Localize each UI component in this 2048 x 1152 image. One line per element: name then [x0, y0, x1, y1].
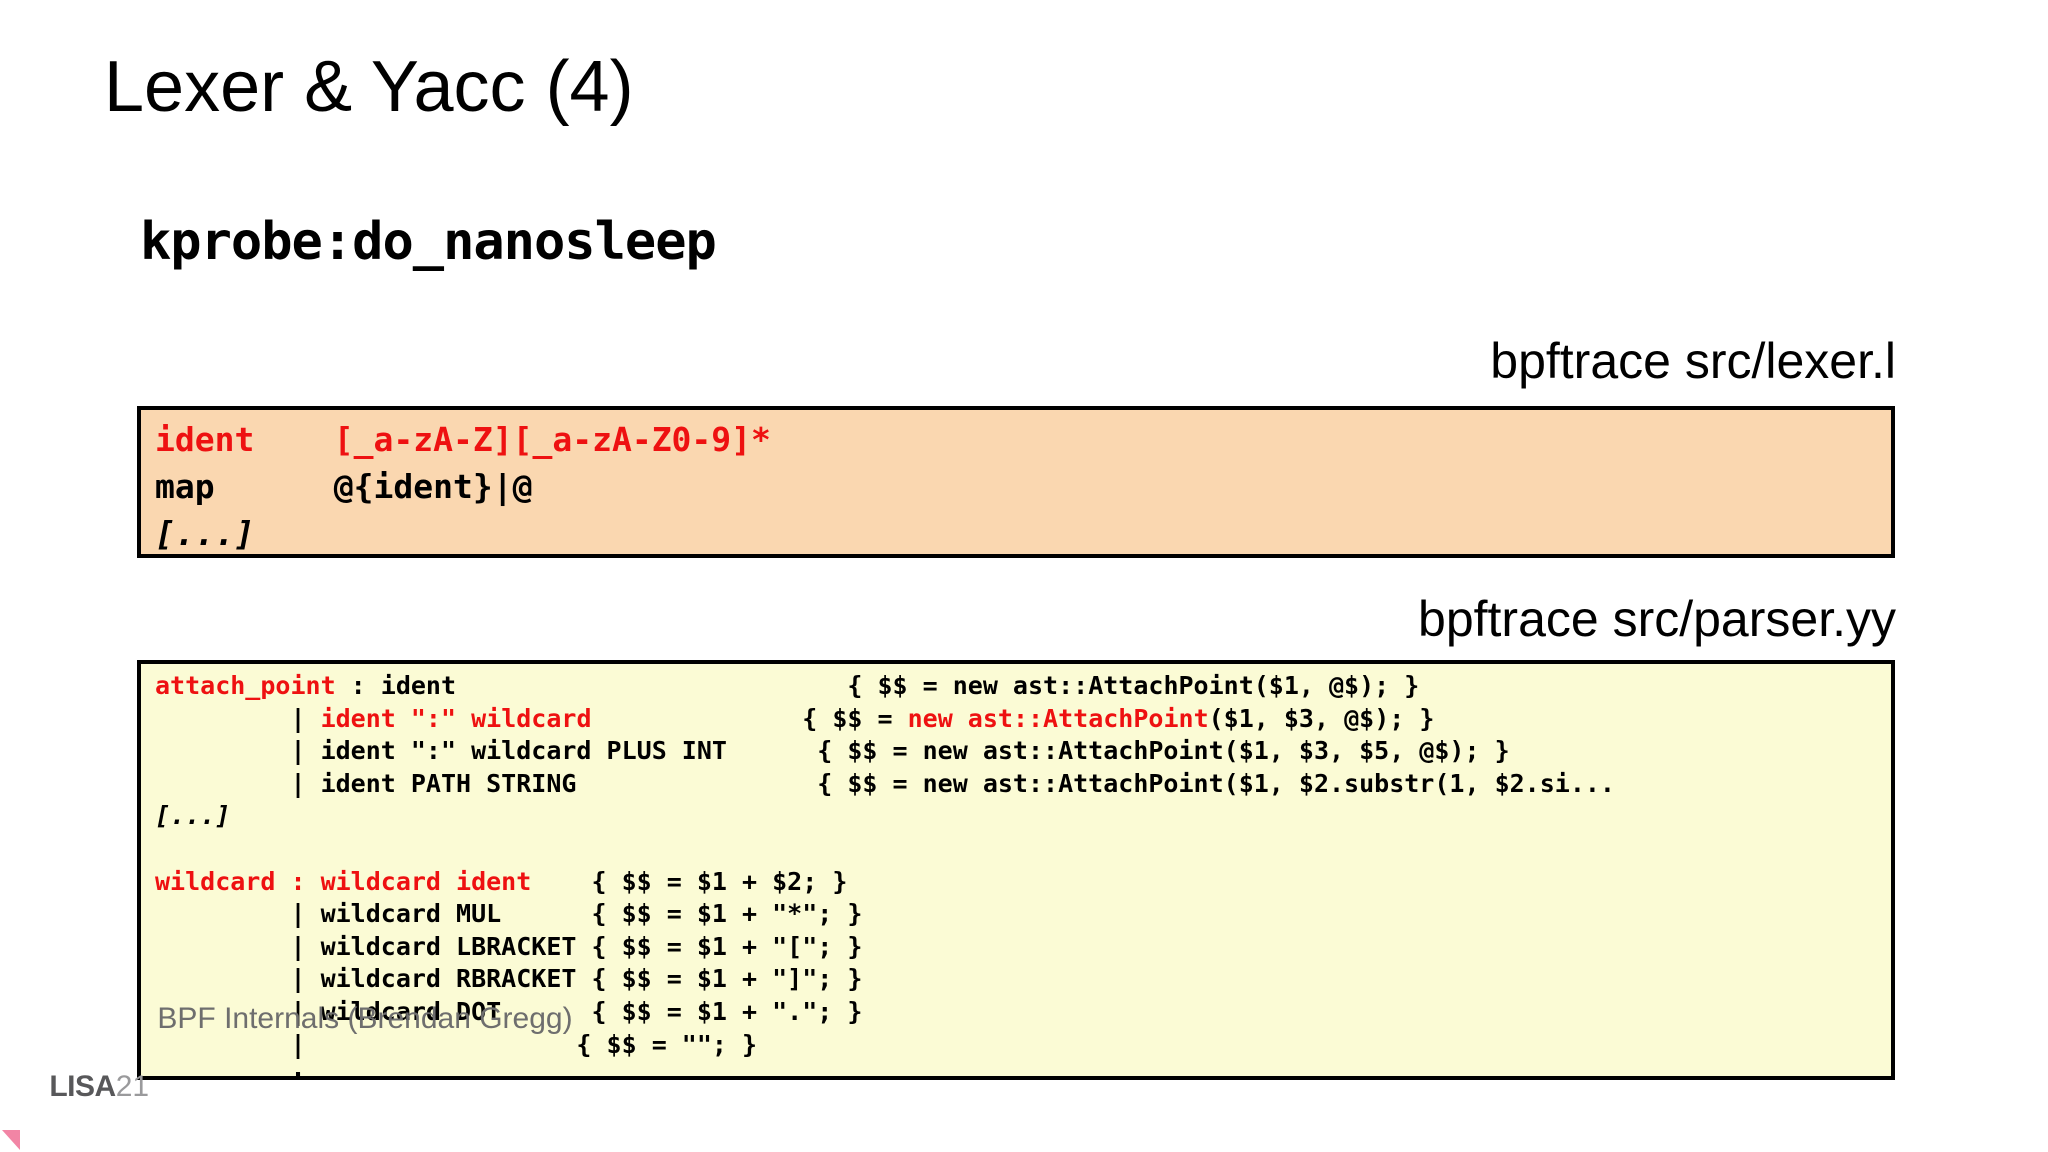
code-token: wildcard : wildcard ident — [155, 866, 532, 896]
page-title: Lexer & Yacc (4) — [104, 47, 634, 127]
footer-brand-year: 21 — [115, 1070, 150, 1103]
code-line — [155, 833, 1891, 866]
code-token: ident [_a-zA-Z][_a-zA-Z0-9]* — [155, 420, 771, 459]
code-line: | ident ":" wildcard { $$ = new ast::Att… — [155, 703, 1891, 736]
lisa-logo: LISA21 — [2, 1002, 150, 1150]
code-token: | wildcard DOT { $$ = $1 + "."; } — [155, 996, 863, 1026]
code-line: [...] — [155, 510, 1891, 554]
code-line: ; — [155, 1061, 1891, 1080]
code-token: attach_point — [155, 671, 336, 700]
code-line: wildcard : wildcard ident { $$ = $1 + $2… — [155, 866, 1891, 899]
code-token: ; — [155, 1062, 306, 1080]
code-line: | wildcard DOT { $$ = $1 + "."; } — [155, 996, 1891, 1029]
code-block-lexer: ident [_a-zA-Z][_a-zA-Z0-9]*map @{ident}… — [137, 406, 1895, 558]
code-token: new ast::AttachPoint — [907, 703, 1209, 733]
code-line: | wildcard LBRACKET { $$ = $1 + "["; } — [155, 931, 1891, 964]
code-token: | wildcard RBRACKET { $$ = $1 + "]"; } — [155, 964, 863, 994]
code-line: attach_point : ident { $$ = new ast::Att… — [155, 670, 1891, 703]
code-line: map @{ident}|@ — [155, 463, 1891, 510]
code-line: | ident ":" wildcard PLUS INT { $$ = new… — [155, 735, 1891, 768]
code-token: [...] — [155, 801, 231, 831]
code-line: | wildcard RBRACKET { $$ = $1 + "]"; } — [155, 963, 1891, 996]
code-line: | wildcard MUL { $$ = $1 + "*"; } — [155, 898, 1891, 931]
code-line: ident [_a-zA-Z][_a-zA-Z0-9]* — [155, 416, 1891, 463]
footer-text: BPF Internals (Brendan Gregg) — [149, 1002, 573, 1035]
code-line: [...] — [155, 800, 1891, 833]
code-token: | { $$ = ""; } — [155, 1029, 758, 1059]
footer: LISA21 BPF Internals (Brendan Gregg) — [2, 1002, 573, 1150]
code-token: : ident { $$ = new ast::AttachPoint($1, … — [335, 671, 1420, 700]
code-line: | ident PATH STRING { $$ = new ast::Atta… — [155, 768, 1891, 801]
footer-brand: LISA — [49, 1070, 116, 1103]
code-token — [155, 834, 170, 863]
code-token: [...] — [155, 514, 255, 553]
code-block-parser: attach_point : ident { $$ = new ast::Att… — [137, 660, 1895, 1080]
code-token: ident ":" wildcard — [320, 703, 592, 733]
source-caption-lexer: bpftrace src/lexer.l — [1490, 333, 1896, 389]
probe-expression: kprobe:do_nanosleep — [140, 212, 717, 272]
code-token: ($1, $3, @$); } — [1208, 703, 1435, 733]
code-token: | — [155, 703, 321, 733]
code-token: | ident PATH STRING { $$ = new ast::Atta… — [155, 768, 1615, 798]
code-token: | wildcard LBRACKET { $$ = $1 + "["; } — [155, 931, 863, 961]
code-token: | ident ":" wildcard PLUS INT { $$ = new… — [155, 736, 1510, 766]
code-token: { $$ = — [591, 703, 908, 733]
code-token: | wildcard MUL { $$ = $1 + "*"; } — [155, 899, 863, 929]
source-caption-parser: bpftrace src/parser.yy — [1418, 591, 1896, 647]
code-token: map @{ident}|@ — [155, 467, 533, 506]
code-token: { $$ = $1 + $2; } — [531, 866, 848, 896]
lisa-triangle-icon — [2, 1130, 20, 1150]
code-line: | { $$ = ""; } — [155, 1029, 1891, 1062]
